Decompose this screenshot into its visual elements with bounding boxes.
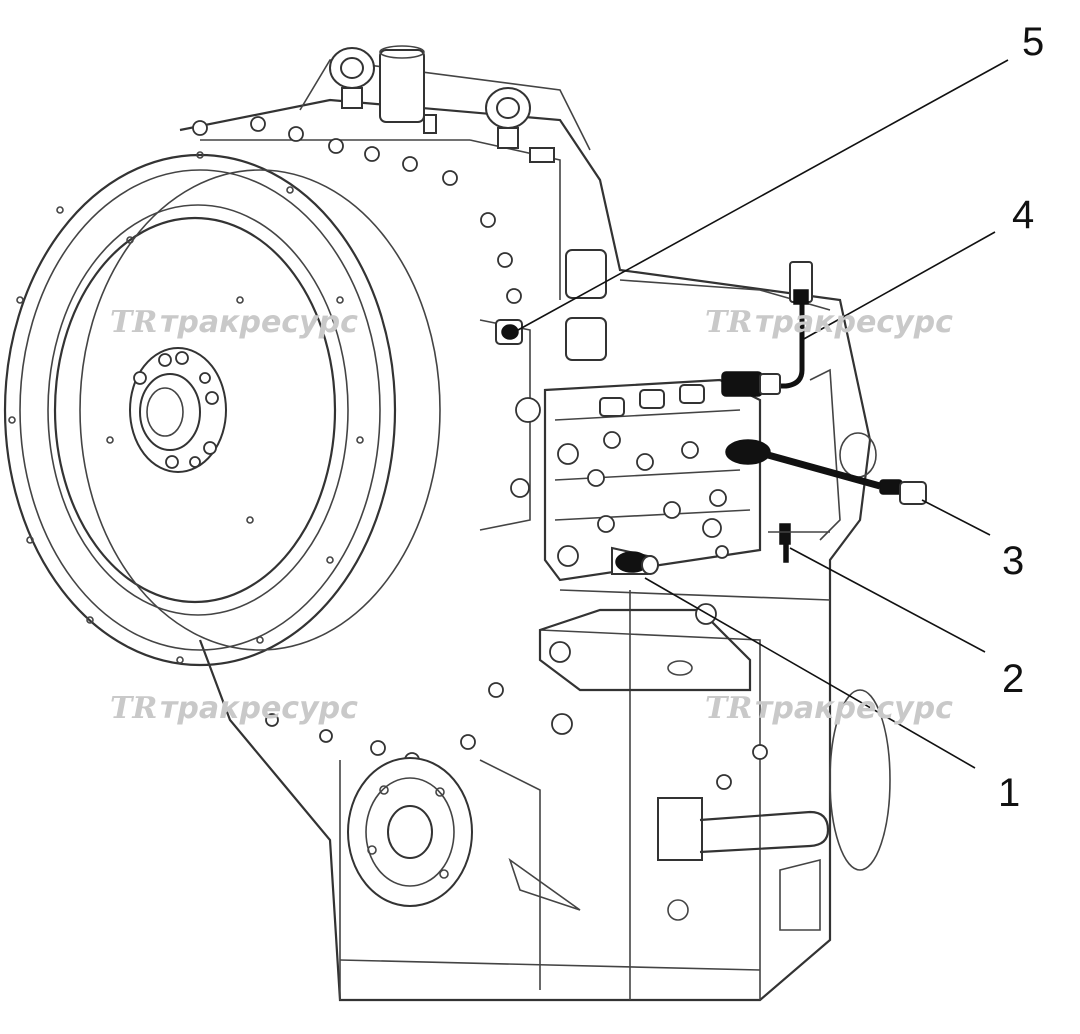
watermark-text: тракресурс <box>755 691 953 726</box>
sensor-1 <box>611 546 659 575</box>
callout-1: 1 <box>998 771 1020 815</box>
watermark-logo: TR <box>705 305 752 340</box>
watermark-logo: TR <box>705 691 752 726</box>
leader-line-4 <box>801 231 996 341</box>
input-flange <box>3 153 441 667</box>
sensor-3 <box>725 439 927 505</box>
housing-bolts <box>192 116 530 768</box>
watermark-4: TR тракресурс <box>705 691 953 726</box>
watermark-1: TR тракресурс <box>110 305 358 340</box>
sensor-5 <box>495 319 523 345</box>
watermark-logo: TR <box>110 305 157 340</box>
leader-line-5 <box>517 59 1009 331</box>
sensor-4 <box>721 261 813 397</box>
lifting-eyes <box>329 45 555 163</box>
leader-lines <box>517 59 1009 769</box>
watermark-2: TR тракресурс <box>705 305 953 340</box>
watermark-text: тракресурс <box>160 691 358 726</box>
control-valve-body <box>515 249 762 582</box>
watermark-3: TR тракресурс <box>110 691 358 726</box>
sensor-2 <box>768 523 830 563</box>
mounting-bracket <box>538 603 752 735</box>
leader-line-2 <box>789 547 986 653</box>
watermark-logo: TR <box>110 691 157 726</box>
callout-2: 2 <box>1002 657 1024 701</box>
watermark-text: тракресурс <box>160 305 358 340</box>
output-flange <box>347 757 581 911</box>
watermark-text: тракресурс <box>755 305 953 340</box>
leader-line-3 <box>921 499 991 536</box>
leader-line-1 <box>644 577 976 769</box>
flange-bolts <box>8 151 364 664</box>
callout-4: 4 <box>1012 193 1034 237</box>
callout-3: 3 <box>1002 539 1024 583</box>
callout-5: 5 <box>1022 20 1044 64</box>
housing <box>179 59 872 1002</box>
oil-pipe <box>657 689 891 931</box>
